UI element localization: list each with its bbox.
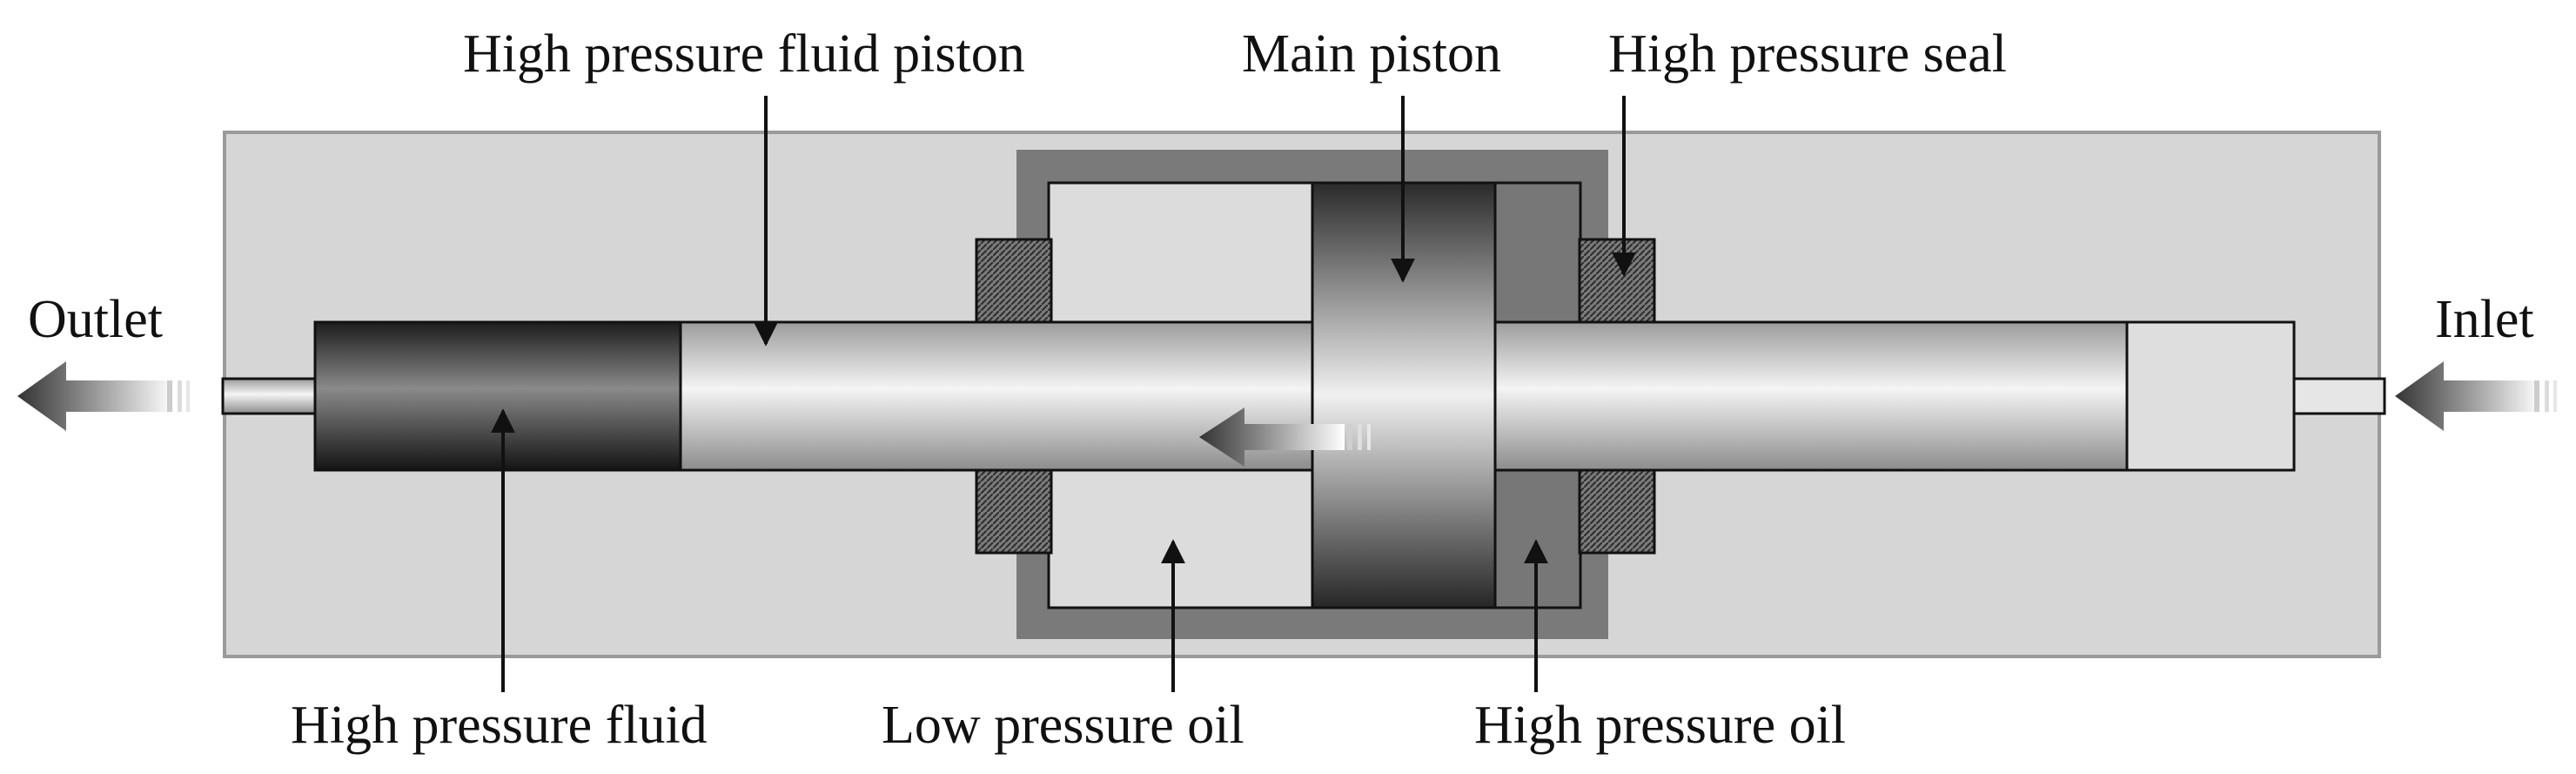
- outlet-label: Outlet: [28, 290, 163, 349]
- high-pressure-seal-top: [1578, 238, 1656, 324]
- high-pressure-fluid: [313, 320, 682, 472]
- outlet-flow-arrow: [17, 361, 190, 431]
- high-pressure-seal-bottom: [1578, 468, 1656, 555]
- hp-fluid-label: High pressure fluid: [291, 696, 708, 755]
- hp-seal-label: High pressure seal: [1608, 24, 2007, 84]
- piston-direction-arrow: [1199, 407, 1371, 467]
- main-piston-label: Main piston: [1242, 24, 1501, 84]
- high-pressure-fluid-piston: [679, 320, 1314, 472]
- hp-fluid-piston-label: High pressure fluid piston: [463, 24, 1025, 84]
- lp-oil-label: Low pressure oil: [882, 696, 1244, 755]
- hp-oil-label: High pressure oil: [1474, 696, 1846, 755]
- inlet-label: Inlet: [2435, 290, 2534, 349]
- inlet-pipe: [2292, 377, 2386, 415]
- right-piston-rod: [1492, 320, 2129, 472]
- inlet-fluid-chamber: [2125, 320, 2296, 472]
- seal-left-top: [975, 238, 1053, 324]
- inlet-flow-arrow: [2395, 361, 2557, 431]
- seal-left-bottom: [975, 468, 1053, 555]
- outlet-pipe: [221, 377, 319, 415]
